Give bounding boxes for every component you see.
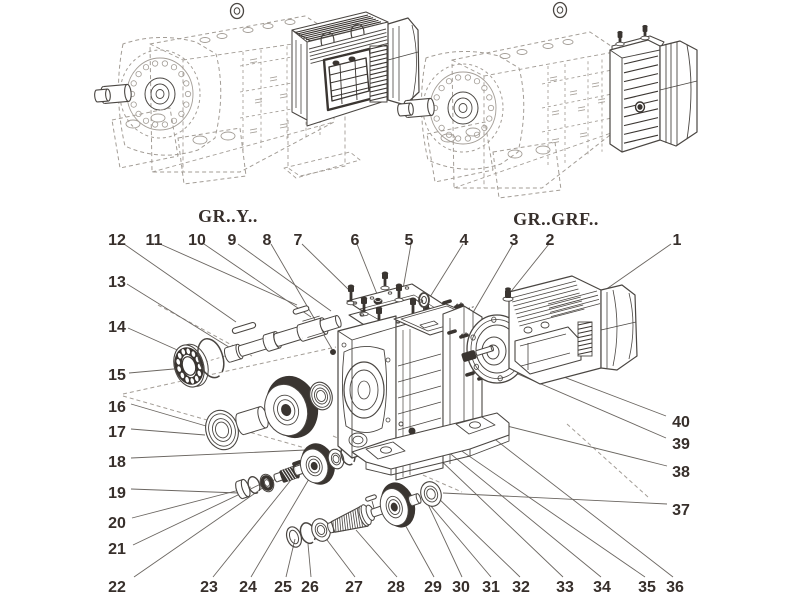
svg-text:31: 31	[482, 579, 500, 596]
svg-text:10: 10	[188, 232, 206, 249]
svg-text:GR..Y..: GR..Y..	[198, 206, 258, 226]
svg-text:38: 38	[672, 464, 690, 481]
svg-text:32: 32	[512, 579, 530, 596]
svg-text:27: 27	[345, 579, 363, 596]
svg-text:25: 25	[274, 579, 292, 596]
svg-text:11: 11	[146, 232, 163, 249]
svg-text:19: 19	[108, 485, 126, 502]
svg-text:18: 18	[108, 454, 126, 471]
svg-text:3: 3	[510, 232, 519, 249]
svg-text:30: 30	[452, 579, 470, 596]
svg-text:22: 22	[108, 579, 126, 596]
svg-text:7: 7	[294, 232, 303, 249]
svg-text:37: 37	[672, 502, 690, 519]
svg-text:21: 21	[108, 541, 126, 558]
svg-text:33: 33	[556, 579, 574, 596]
svg-text:9: 9	[228, 232, 237, 249]
svg-text:17: 17	[108, 424, 126, 441]
svg-text:40: 40	[672, 414, 690, 431]
svg-text:16: 16	[108, 399, 126, 416]
svg-text:20: 20	[108, 515, 126, 532]
svg-text:26: 26	[301, 579, 319, 596]
svg-text:13: 13	[108, 274, 126, 291]
svg-text:8: 8	[263, 232, 272, 249]
svg-text:39: 39	[672, 436, 690, 453]
svg-text:36: 36	[666, 579, 684, 596]
svg-text:24: 24	[239, 579, 257, 596]
svg-text:6: 6	[351, 232, 360, 249]
svg-text:35: 35	[638, 579, 656, 596]
svg-text:23: 23	[200, 579, 218, 596]
svg-text:5: 5	[405, 232, 414, 249]
svg-text:12: 12	[108, 232, 126, 249]
svg-text:28: 28	[387, 579, 405, 596]
svg-text:4: 4	[460, 232, 469, 249]
svg-text:14: 14	[108, 319, 126, 336]
svg-text:2: 2	[546, 232, 555, 249]
svg-text:29: 29	[424, 579, 442, 596]
svg-text:34: 34	[593, 579, 611, 596]
svg-text:15: 15	[108, 367, 126, 384]
svg-text:1: 1	[673, 232, 682, 249]
svg-text:GR..GRF..: GR..GRF..	[513, 209, 599, 229]
